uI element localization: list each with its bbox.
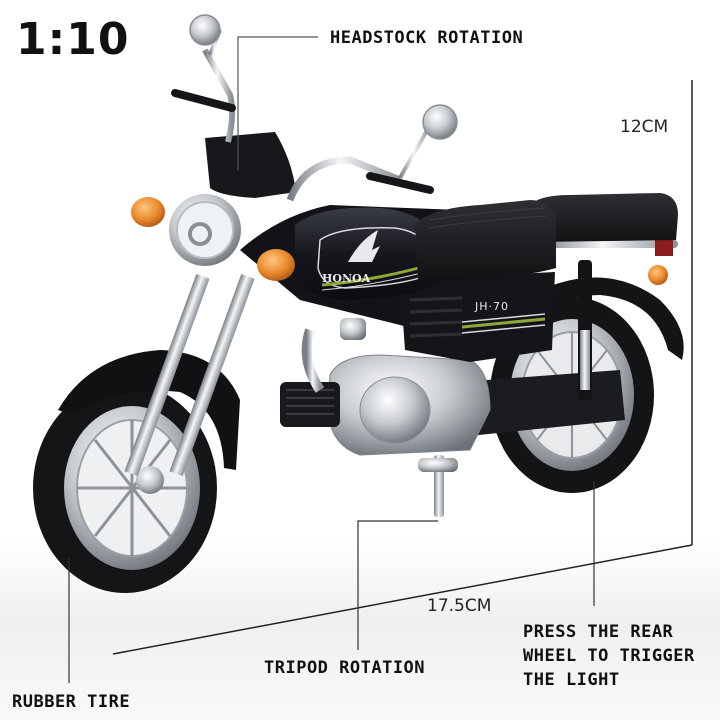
model-badge: JH·70	[474, 300, 509, 313]
rear-wheel-light-line-1: PRESS THE REAR	[523, 622, 674, 642]
front-wheel	[33, 383, 217, 593]
rear-wheel-light-line-3: THE LIGHT	[523, 670, 620, 690]
rear-wheel-light-label: PRESS THE REAR WHEEL TO TRIGGER THE LIGH…	[523, 620, 695, 692]
rubber-tire-label: RUBBER TIRE	[12, 692, 131, 712]
tank-brand: HONOA	[322, 272, 371, 285]
tripod-rotation-label: TRIPOD ROTATION	[264, 658, 426, 678]
length-dimension-label: 17.5CM	[427, 596, 492, 616]
scale-label: 1:10	[16, 14, 130, 65]
headstock-rotation-label: HEADSTOCK ROTATION	[330, 28, 524, 48]
rear-wheel-light-line-2: WHEEL TO TRIGGER	[523, 646, 695, 666]
height-dimension-label: 12CM	[620, 117, 669, 137]
